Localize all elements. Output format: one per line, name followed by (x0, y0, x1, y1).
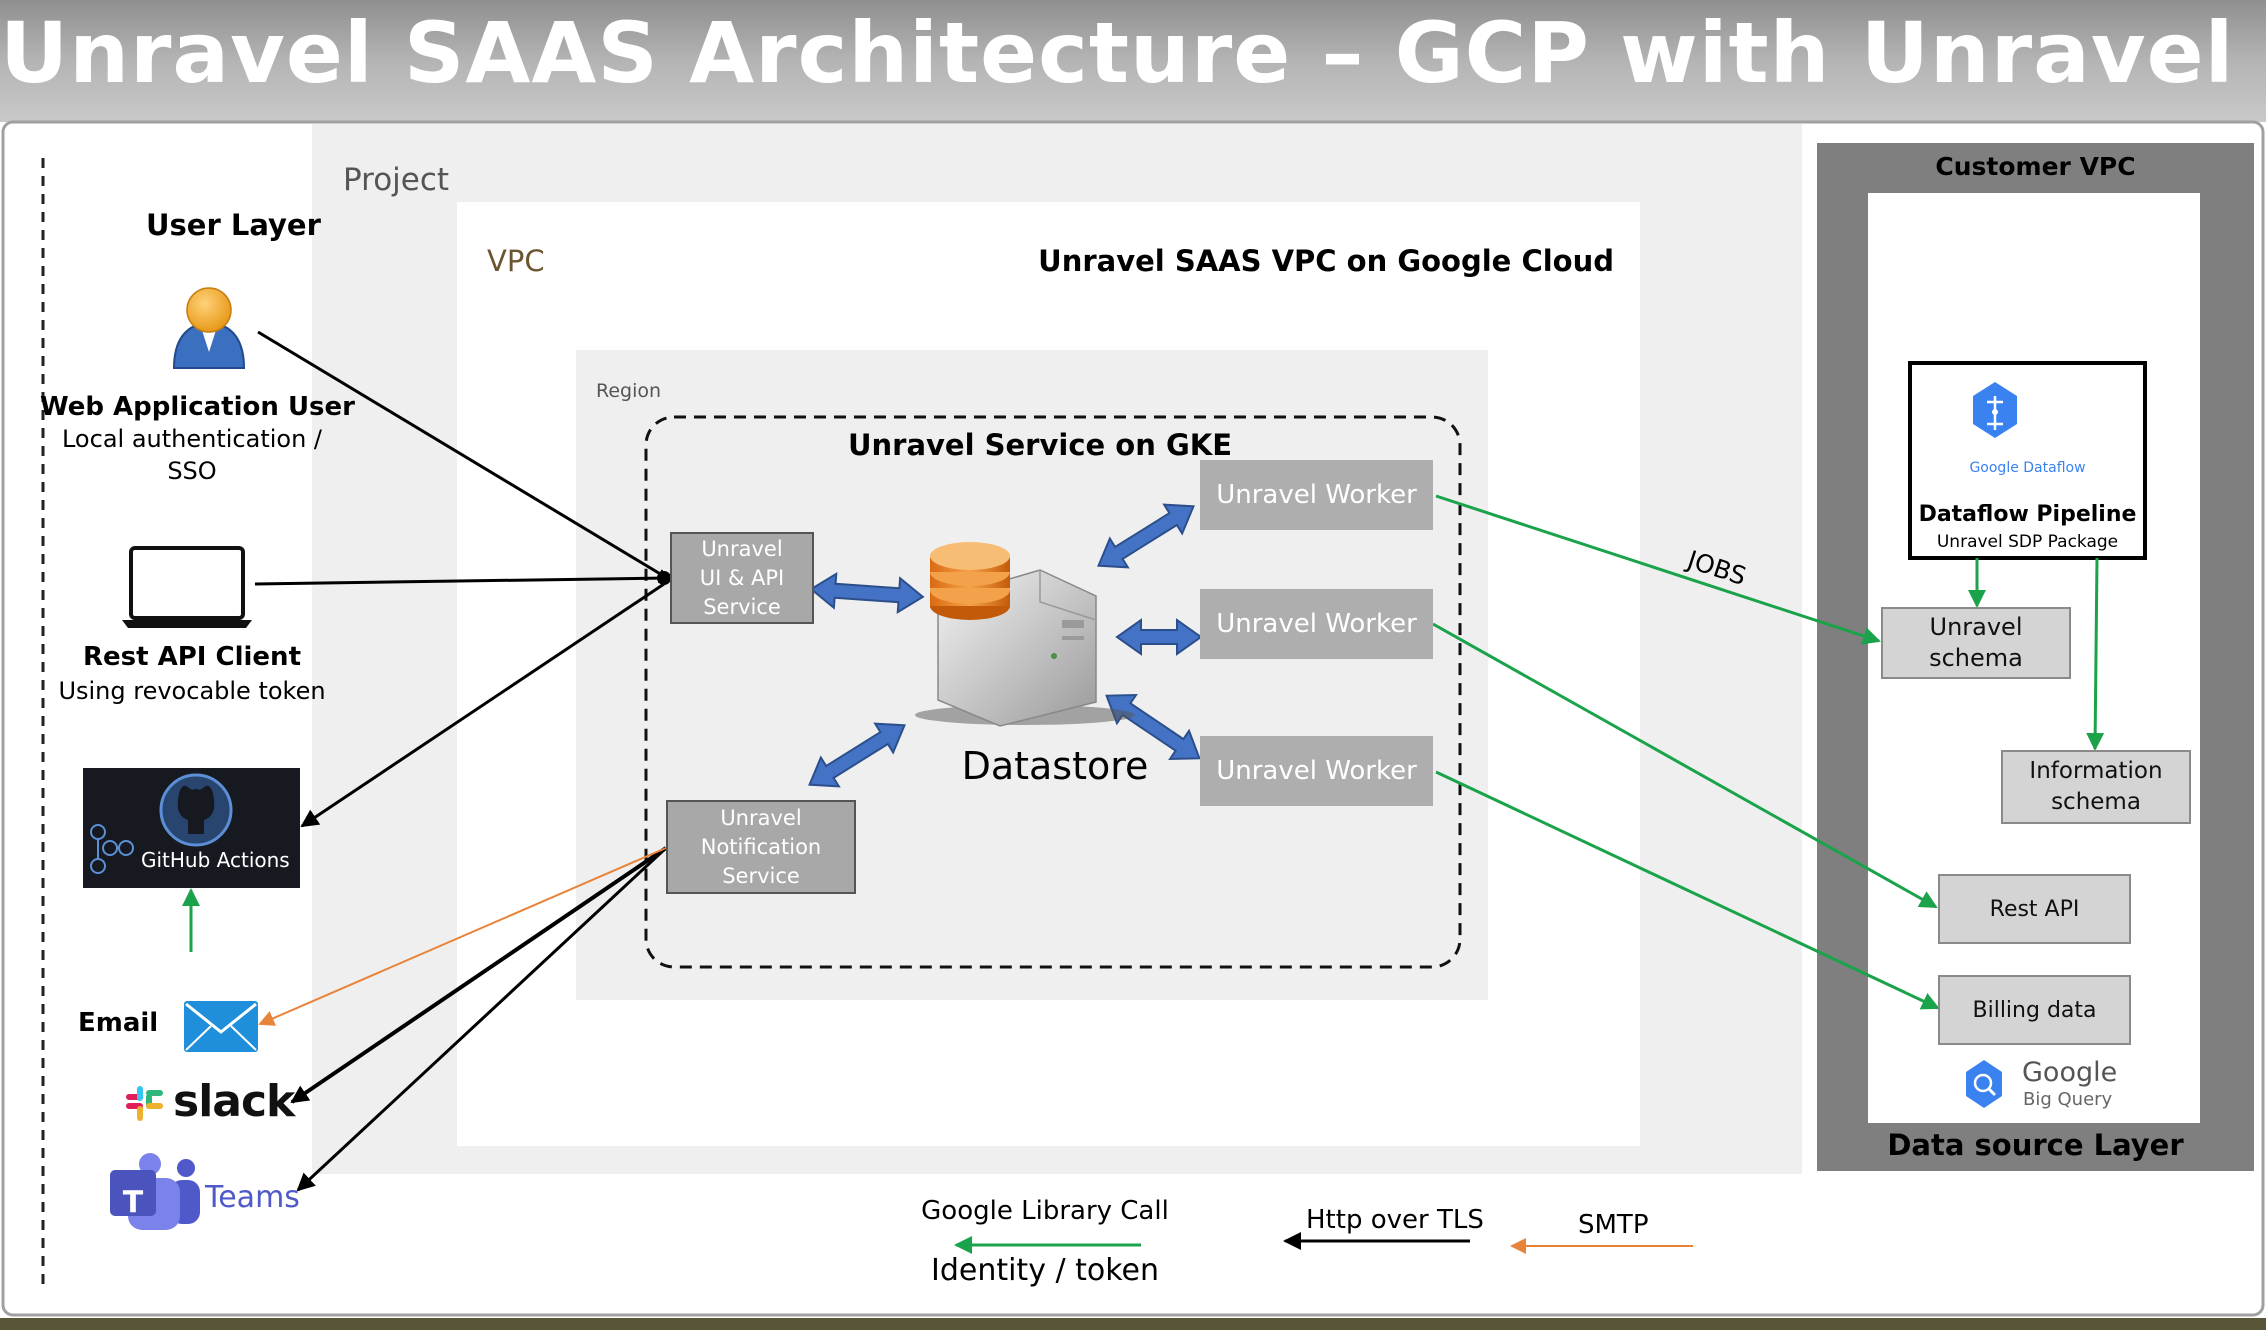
billing-data-box: Billing data (1938, 975, 2131, 1045)
page-title: Unravel SAAS Architecture – GCP with Unr… (0, 4, 2266, 102)
unravel-schema-line2: schema (1929, 644, 2023, 672)
ui-api-service-box: Unravel UI & API Service (670, 532, 814, 624)
information-schema-line2: schema (2051, 789, 2141, 815)
slack-label: slack (173, 1076, 295, 1127)
web-user-name: Web Application User (40, 392, 355, 422)
datastore-connection-arrows (808, 503, 1203, 788)
notification-service-line1: Unravel (720, 805, 802, 830)
rest-client-desc: Using revocable token (58, 677, 326, 705)
dataflow-logo-text: Google Dataflow (1969, 460, 2086, 476)
ui-service-line3: Service (703, 594, 781, 619)
user-layer-heading: User Layer (146, 208, 321, 242)
svg-text:T: T (123, 1186, 144, 1221)
legend-http: Http over TLS (1306, 1205, 1484, 1235)
email-icon (184, 1001, 258, 1052)
dataflow-title: Dataflow Pipeline (1918, 502, 2137, 527)
bigquery-label-line1: Google (2022, 1057, 2118, 1088)
dataflow-pipeline-box (1908, 361, 2147, 560)
project-label: Project (343, 162, 450, 198)
unravel-schema-box: Unravel schema (1881, 607, 2071, 679)
vpc-label: VPC (487, 244, 545, 278)
rest-api-box: Rest API (1938, 874, 2131, 944)
slack-icon (126, 1086, 163, 1121)
email-label: Email (78, 1008, 159, 1038)
title-bar (0, 0, 2266, 122)
legend-identity: Identity / token (930, 1253, 1160, 1288)
github-actions-label: GitHub Actions (141, 848, 290, 872)
notification-service-line2: Notification (700, 834, 822, 859)
legend-smtp: SMTP (1578, 1210, 1649, 1240)
legend-google-call: Google Library Call (921, 1196, 1169, 1226)
unravel-schema-line1: Unravel (1929, 613, 2023, 641)
unravel-worker-3: Unravel Worker (1200, 736, 1433, 806)
ui-service-line2: UI & API (699, 565, 785, 590)
notification-service-line3: Service (722, 863, 800, 888)
google-bigquery-icon (1966, 1060, 2002, 1108)
teams-label: Teams (205, 1180, 300, 1215)
dataflow-subtitle: Unravel SDP Package (1936, 532, 2119, 552)
google-dataflow-icon (1973, 382, 2017, 438)
data-source-layer-label: Data source Layer (1887, 1128, 2184, 1162)
notification-service-box: Unravel Notification Service (666, 800, 856, 894)
bigquery-label-line2: Big Query (2023, 1089, 2113, 1110)
github-actions-icon (83, 768, 300, 888)
gke-boundary (644, 415, 1462, 969)
datastore-label: Datastore (961, 744, 1149, 788)
unravel-worker-2: Unravel Worker (1200, 589, 1433, 659)
laptop-icon (122, 546, 252, 628)
vpc-title: Unravel SAAS VPC on Google Cloud (1038, 244, 1614, 278)
customer-vpc-title: Customer VPC (1935, 152, 2136, 181)
region-label: Region (596, 380, 662, 402)
web-user-auth-line1: Local authentication / (61, 425, 322, 453)
information-schema-line1: Information (2029, 758, 2163, 784)
unravel-worker-1: Unravel Worker (1200, 460, 1433, 530)
gke-title: Unravel Service on GKE (847, 428, 1233, 462)
ui-service-line1: Unravel (701, 536, 783, 561)
datastore-server-icon (915, 542, 1135, 727)
teams-icon: T (110, 1153, 200, 1230)
web-user-auth-line2: SSO (167, 457, 217, 485)
information-schema-box: Information schema (2001, 750, 2191, 824)
rest-client-name: Rest API Client (83, 642, 301, 672)
user-icon (172, 287, 246, 369)
